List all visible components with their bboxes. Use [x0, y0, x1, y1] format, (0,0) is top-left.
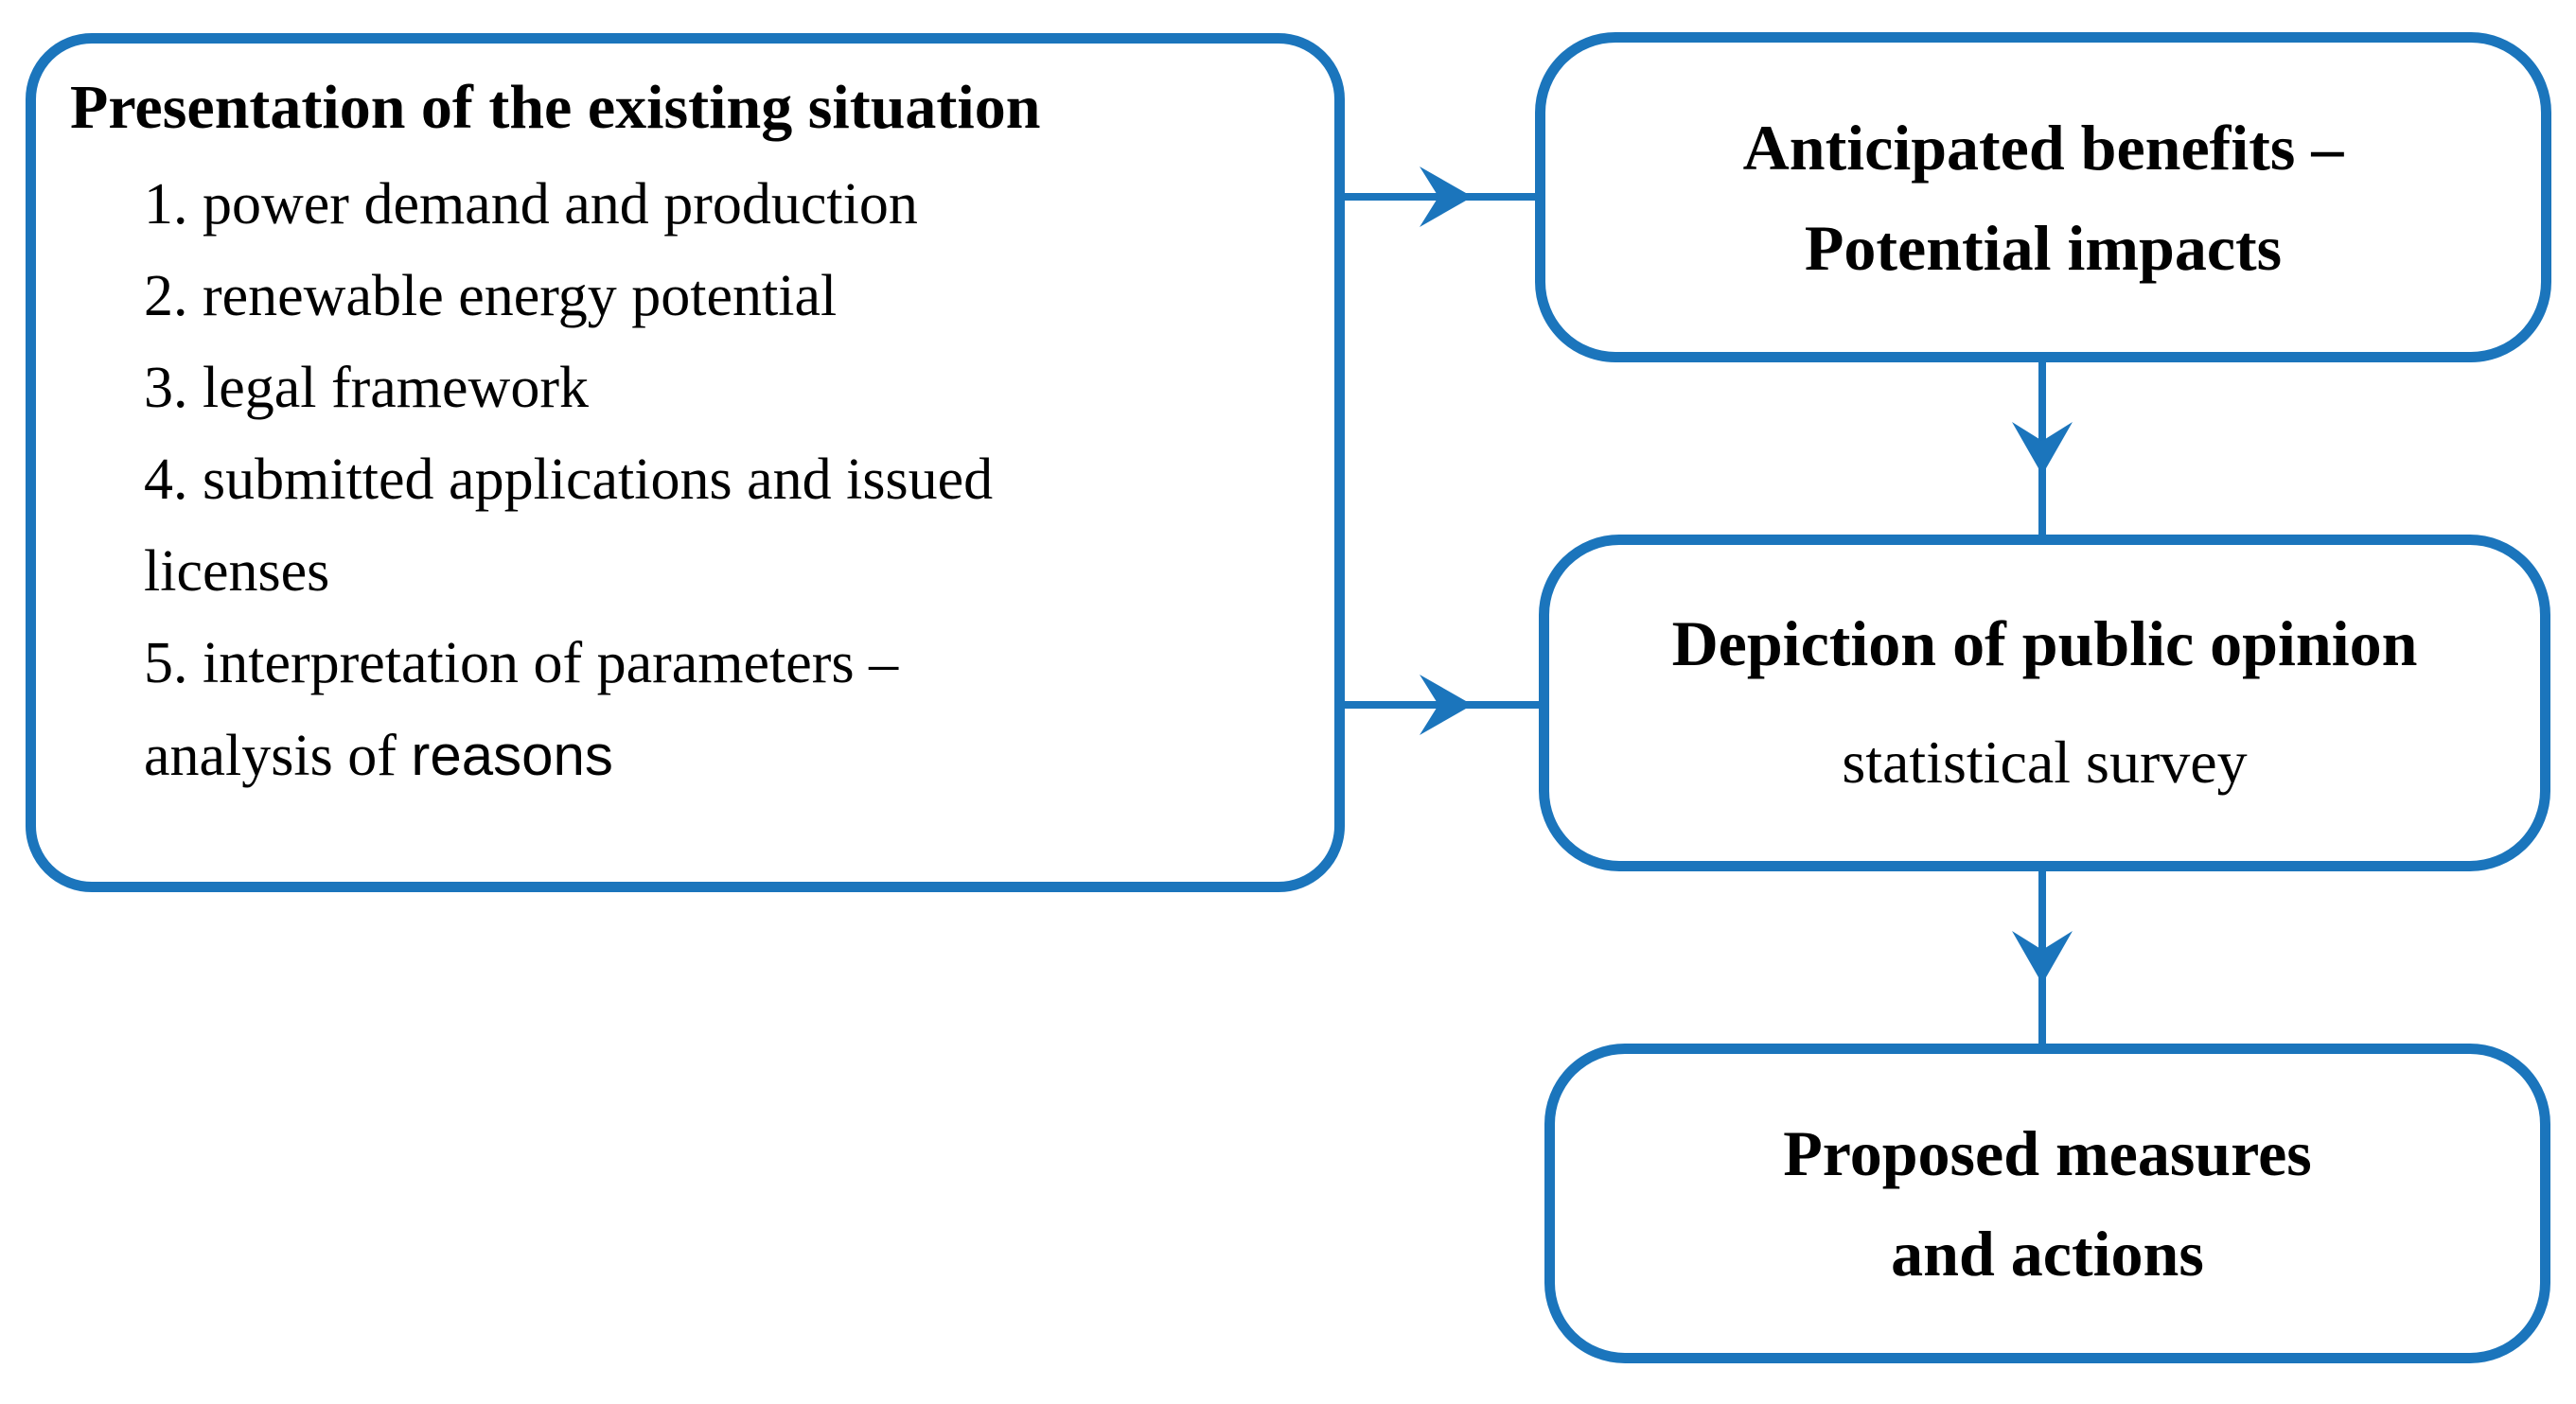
measures-box-line1: Proposed measures: [1783, 1117, 2312, 1189]
list-item-5-serif-text: analysis of: [144, 724, 412, 788]
opinion-box-title: Depiction of public opinion: [1671, 607, 2418, 679]
list-item-4-continuation: licenses: [144, 539, 330, 604]
list-item-5-continuation: analysis of reasons: [144, 710, 1306, 802]
measures-box: Proposed measures and actions: [1544, 1044, 2550, 1363]
arrow-presentation-to-opinion: [1344, 675, 1541, 735]
benefits-box-line1: Anticipated benefits –: [1742, 111, 2344, 184]
benefits-box-line2: Potential impacts: [1804, 211, 2283, 284]
list-item-2: 2. renewable energy potential: [144, 264, 838, 328]
list-item-5-sans-text: reasons: [411, 724, 613, 787]
presentation-box-list: 1. power demand and production 2. renewa…: [70, 159, 1306, 802]
arrow-benefits-to-opinion: [2012, 360, 2073, 536]
measures-box-line2: and actions: [1891, 1218, 2204, 1290]
presentation-box-title: Presentation of the existing situation: [70, 73, 1041, 142]
presentation-box: Presentation of the existing situation 1…: [26, 33, 1345, 892]
list-item-4: 4. submitted applications and issued: [144, 448, 994, 512]
arrow-presentation-to-benefits: [1344, 167, 1537, 227]
list-item-5: 5. interpretation of parameters –: [144, 631, 899, 695]
benefits-box: Anticipated benefits – Potential impacts: [1535, 32, 2551, 362]
list-item-1: 1. power demand and production: [144, 172, 918, 237]
list-item-3: 3. legal framework: [144, 356, 589, 420]
opinion-box: Depiction of public opinion statistical …: [1539, 535, 2550, 871]
arrow-opinion-to-measures: [2012, 869, 2073, 1045]
opinion-box-subtitle: statistical survey: [1842, 728, 2248, 796]
